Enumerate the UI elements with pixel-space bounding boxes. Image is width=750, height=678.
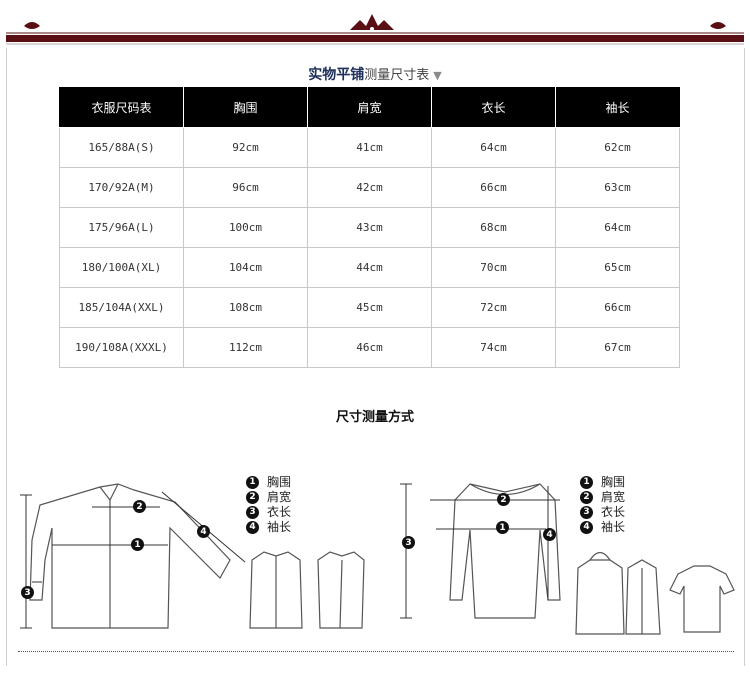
cell-shoulder: 46cm xyxy=(307,327,432,368)
marker-1-icon: 1 xyxy=(496,521,509,534)
decorative-banner xyxy=(6,14,744,45)
legend-label: 衣长 xyxy=(267,505,292,519)
legend-label: 袖长 xyxy=(267,520,292,534)
table-row: 175/96A(L) 100cm 43cm 68cm 64cm xyxy=(59,207,680,248)
table-row: 170/92A(M) 96cm 42cm 66cm 63cm xyxy=(59,167,680,208)
content-frame xyxy=(6,48,745,666)
table-header-row: 衣服尺码表 胸围 肩宽 衣长 袖长 xyxy=(59,87,680,128)
number-icon: 1 xyxy=(246,476,259,489)
cell-size: 185/104A(XXL) xyxy=(59,287,184,328)
marker-3-icon: 3 xyxy=(402,536,415,549)
blazer-icon xyxy=(317,551,365,629)
cell-sleeve: 62cm xyxy=(555,127,680,168)
legend-item: 3 衣长 xyxy=(246,505,291,520)
cell-size: 170/92A(M) xyxy=(59,167,184,208)
number-icon: 4 xyxy=(246,521,259,534)
legend-item: 4 袖长 xyxy=(246,520,291,535)
table-row: 185/104A(XXL) 108cm 45cm 72cm 66cm xyxy=(59,287,680,328)
legend-label: 肩宽 xyxy=(267,490,292,504)
legend-label: 胸围 xyxy=(601,475,626,489)
cell-size: 190/108A(XXXL) xyxy=(59,327,184,368)
number-icon: 2 xyxy=(580,491,593,504)
cell-size: 165/88A(S) xyxy=(59,127,184,168)
legend-label: 胸围 xyxy=(267,475,292,489)
cell-chest: 92cm xyxy=(183,127,308,168)
legend-item: 3 衣长 xyxy=(580,505,625,520)
number-icon: 3 xyxy=(580,506,593,519)
triangle-down-icon: ▼ xyxy=(433,69,442,82)
number-icon: 3 xyxy=(246,506,259,519)
page-title: 实物平铺测量尺寸表▼ xyxy=(0,64,750,84)
legend-item: 1 胸围 xyxy=(246,475,291,490)
cell-chest: 112cm xyxy=(183,327,308,368)
header-shoulder: 肩宽 xyxy=(307,87,432,128)
legend-item: 4 袖长 xyxy=(580,520,625,535)
cardigan-icon xyxy=(625,559,661,635)
cell-size: 175/96A(L) xyxy=(59,207,184,248)
legend-left: 1 胸围 2 肩宽 3 衣长 4 袖长 xyxy=(246,475,291,535)
marker-1-icon: 1 xyxy=(131,538,144,551)
table-row: 190/108A(XXXL) 112cm 46cm 74cm 67cm xyxy=(59,327,680,368)
legend-label: 肩宽 xyxy=(601,490,626,504)
number-icon: 1 xyxy=(580,476,593,489)
cell-length: 66cm xyxy=(431,167,556,208)
cell-length: 74cm xyxy=(431,327,556,368)
cell-length: 64cm xyxy=(431,127,556,168)
title-sub: 测量尺寸表 xyxy=(364,68,430,83)
cell-chest: 100cm xyxy=(183,207,308,248)
legend-item: 2 肩宽 xyxy=(580,490,625,505)
cell-sleeve: 67cm xyxy=(555,327,680,368)
jacket-icon xyxy=(249,551,303,629)
marker-4-icon: 4 xyxy=(197,525,210,538)
marker-2-icon: 2 xyxy=(133,500,146,513)
hoodie-icon xyxy=(575,559,625,635)
cell-length: 72cm xyxy=(431,287,556,328)
legend-right: 1 胸围 2 肩宽 3 衣长 4 袖长 xyxy=(580,475,625,535)
legend-label: 衣长 xyxy=(601,505,626,519)
marker-3-icon: 3 xyxy=(21,586,34,599)
marker-4-icon: 4 xyxy=(543,528,556,541)
cell-shoulder: 43cm xyxy=(307,207,432,248)
legend-label: 袖长 xyxy=(601,520,626,534)
cell-length: 68cm xyxy=(431,207,556,248)
header-sleeve: 袖长 xyxy=(555,87,680,128)
bottom-divider xyxy=(18,651,734,652)
number-icon: 2 xyxy=(246,491,259,504)
header-chest: 胸围 xyxy=(183,87,308,128)
legend-item: 1 胸围 xyxy=(580,475,625,490)
header-length: 衣长 xyxy=(431,87,556,128)
title-main: 实物平铺 xyxy=(308,67,365,83)
shirt-outline-icon xyxy=(29,483,231,629)
table-row: 165/88A(S) 92cm 41cm 64cm 62cm xyxy=(59,127,680,168)
cell-shoulder: 44cm xyxy=(307,247,432,288)
tshirt-icon xyxy=(669,565,735,633)
sweater-outline-icon xyxy=(449,483,561,619)
cell-sleeve: 65cm xyxy=(555,247,680,288)
measure-method-title: 尺寸测量方式 xyxy=(335,410,414,425)
legend-item: 2 肩宽 xyxy=(246,490,291,505)
size-table: 衣服尺码表 胸围 肩宽 衣长 袖长 165/88A(S) 92cm 41cm 6… xyxy=(59,87,680,368)
marker-2-icon: 2 xyxy=(497,493,510,506)
cell-chest: 96cm xyxy=(183,167,308,208)
cell-length: 70cm xyxy=(431,247,556,288)
number-icon: 4 xyxy=(580,521,593,534)
